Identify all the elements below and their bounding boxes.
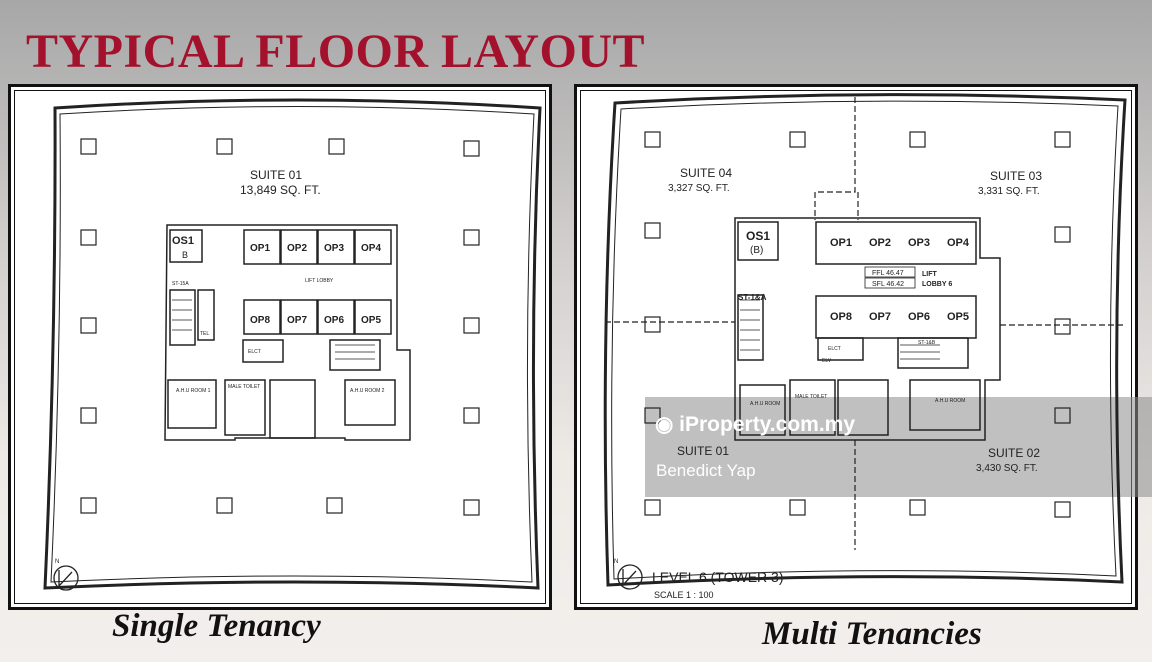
lift-label: OP7 bbox=[869, 311, 891, 323]
lift-label: OP4 bbox=[947, 237, 970, 249]
suite-area: 3,430 SQ. FT. bbox=[976, 463, 1038, 474]
multi-tenancy-plan-frame bbox=[574, 84, 1138, 610]
watermark-site: iProperty.com.my bbox=[679, 413, 856, 436]
scale-label: SCALE 1 : 100 bbox=[654, 590, 714, 600]
toilet-label: MALE TOILET bbox=[228, 384, 260, 390]
level-label: LEVEL 6 (TOWER 3) bbox=[652, 569, 783, 585]
lift-label: OP5 bbox=[361, 315, 381, 326]
suite-label: SUITE 03 bbox=[990, 169, 1042, 183]
lift-label: OP1 bbox=[250, 243, 270, 254]
lift-label: OP6 bbox=[324, 315, 344, 326]
lift-lobby-label: LIFT LOBBY bbox=[305, 278, 334, 284]
ahu-label: A.H.U ROOM bbox=[935, 398, 965, 404]
core bbox=[734, 217, 1001, 441]
suite-label: SUITE 01 bbox=[250, 168, 302, 182]
sfl-label: SFL 46.42 bbox=[872, 281, 904, 288]
building-outline bbox=[603, 93, 1127, 587]
building-outline bbox=[43, 98, 542, 590]
core-labels: OS1 B OP1 OP2 OP3 OP4 OP8 OP7 OP6 OP5 LI… bbox=[55, 168, 385, 565]
suite-area: 13,849 SQ. FT. bbox=[240, 183, 321, 197]
multi-tenancy-caption: Multi Tenancies bbox=[762, 616, 982, 652]
lift-label: OP6 bbox=[908, 311, 930, 323]
lift-lobby-label: LOBBY 6 bbox=[922, 281, 952, 288]
ahu-label: A.H.U ROOM bbox=[750, 401, 780, 407]
watermark-agent: Benedict Yap bbox=[656, 461, 756, 480]
single-tenancy-caption: Single Tenancy bbox=[112, 608, 321, 644]
lift-label: OP3 bbox=[324, 243, 344, 254]
lift-label: OP2 bbox=[287, 243, 307, 254]
os1-label: OS1 bbox=[746, 229, 770, 243]
suite-area: 3,331 SQ. FT. bbox=[978, 186, 1040, 197]
ahu-label: A.H.U ROOM 2 bbox=[350, 388, 385, 394]
elv-label: ELV bbox=[822, 358, 832, 364]
lift-lobby-label: LIFT bbox=[922, 271, 937, 278]
watermark-logo: ◉ iProperty.com.my bbox=[655, 413, 856, 436]
lift-label: OP8 bbox=[250, 315, 270, 326]
elct-label: ELCT bbox=[248, 349, 261, 355]
core bbox=[164, 224, 411, 441]
stair-label: ST-15A bbox=[172, 281, 189, 287]
suite-label: SUITE 02 bbox=[988, 446, 1040, 460]
os1-b-label: (B) bbox=[750, 245, 763, 256]
columns bbox=[80, 138, 480, 516]
columns bbox=[644, 131, 1071, 518]
compass-icon bbox=[53, 565, 79, 591]
north-label: N bbox=[55, 559, 59, 565]
compass-icon bbox=[617, 564, 643, 590]
suite-dividers bbox=[605, 97, 1125, 550]
lift-label: OP5 bbox=[947, 311, 969, 323]
toilet-label: MALE TOILET bbox=[795, 394, 827, 400]
os1-label: OS1 bbox=[172, 235, 194, 247]
north-label: N bbox=[614, 559, 618, 565]
lift-label: OP7 bbox=[287, 315, 307, 326]
os1-b-label: B bbox=[182, 250, 188, 260]
ffl-label: FFL 46.47 bbox=[872, 270, 904, 277]
lift-label: OP8 bbox=[830, 311, 852, 323]
suite-area: 3,327 SQ. FT. bbox=[668, 183, 730, 194]
lift-label: OP1 bbox=[830, 237, 852, 249]
stair-label: ST-1&B bbox=[918, 340, 936, 346]
lift-label: OP4 bbox=[361, 243, 381, 254]
ahu-label: A.H.U ROOM 1 bbox=[176, 388, 211, 394]
single-tenancy-plan-frame bbox=[8, 84, 552, 610]
lift-label: OP3 bbox=[908, 237, 930, 249]
suite-label: SUITE 01 bbox=[677, 444, 729, 458]
lift-label: OP2 bbox=[869, 237, 891, 249]
page-title: TYPICAL FLOOR LAYOUT bbox=[26, 25, 645, 78]
single-tenancy-plan: OS1 B OP1 OP2 OP3 OP4 OP8 OP7 OP6 OP5 LI… bbox=[43, 98, 542, 591]
stair-label: ST-1&A bbox=[738, 293, 767, 302]
multi-tenancy-plan: OS1 (B) OP1 OP2 OP3 OP4 OP8 OP7 OP6 OP5 … bbox=[603, 93, 1127, 600]
tel-label: TEL bbox=[200, 331, 209, 337]
watermark-band bbox=[645, 397, 1152, 497]
suite-label: SUITE 04 bbox=[680, 166, 732, 180]
elct-label: ELCT bbox=[828, 346, 841, 352]
